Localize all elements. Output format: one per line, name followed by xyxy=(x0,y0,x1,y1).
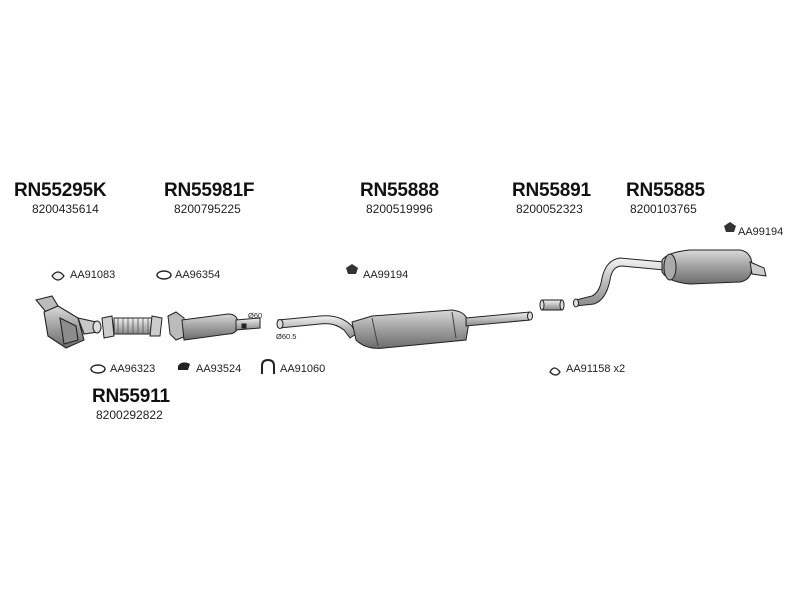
part-code: RN55888 xyxy=(360,180,439,201)
part-number: 8200795225 xyxy=(174,202,241,216)
u-clamp-icon xyxy=(261,358,275,374)
rear-silencer-part xyxy=(573,249,767,308)
manifold-catalyst-part xyxy=(35,295,102,349)
clamp-icon xyxy=(549,367,561,376)
accessory-ref: AA91060 xyxy=(280,363,326,375)
connector-pipe-part xyxy=(539,299,565,311)
part-code: RN55295K xyxy=(14,180,107,201)
accessory-ref: AA91158 x2 xyxy=(566,363,626,375)
accessory-ref: AA96323 xyxy=(110,363,156,375)
diameter-label: Ø60.5 xyxy=(276,332,297,341)
diameter-label: Ø60 xyxy=(248,311,263,320)
gasket-ring-icon xyxy=(90,270,172,374)
part-number: 8200435614 xyxy=(32,202,99,216)
part-number: 8200103765 xyxy=(630,202,697,216)
rubber-mount-icon xyxy=(178,362,190,370)
part-code: RN55885 xyxy=(626,180,705,201)
middle-silencer-part xyxy=(276,309,533,349)
accessory-ref: AA93524 xyxy=(196,363,242,375)
accessory-ref: AA99194 xyxy=(363,269,409,281)
part-number: 8200292822 xyxy=(96,408,163,422)
flex-pipe-part xyxy=(101,315,163,339)
catalyst-part xyxy=(167,311,261,341)
accessory-ref: AA99194 xyxy=(738,226,784,238)
part-number: 8200052323 xyxy=(516,202,583,216)
accessory-ref: AA91083 xyxy=(70,269,116,281)
gasket-icon xyxy=(51,271,65,281)
hanger-bracket-icon xyxy=(346,222,736,274)
accessory-ref: AA96354 xyxy=(175,269,221,281)
part-code: RN55891 xyxy=(512,180,591,201)
part-code: RN55911 xyxy=(92,386,170,407)
part-number: 8200519996 xyxy=(366,202,433,216)
part-code: RN55981F xyxy=(164,180,255,201)
